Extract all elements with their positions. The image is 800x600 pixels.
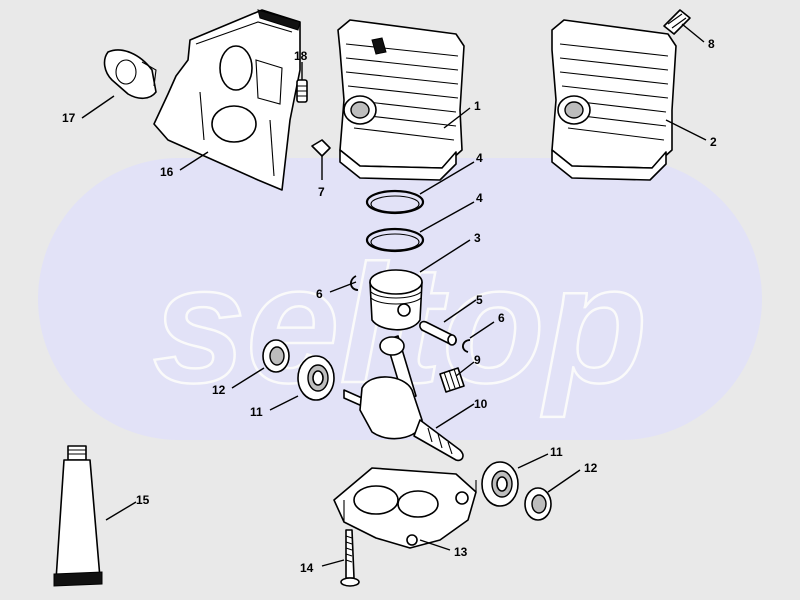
callout-1[interactable]: 1 [474,99,481,113]
part-15-grease-tube[interactable] [53,445,103,587]
part-11-ball-bearing-left[interactable] [297,355,335,401]
callout-12-left[interactable]: 12 [212,383,226,397]
callout-15[interactable]: 15 [136,493,150,507]
part-11-ball-bearing-right[interactable] [481,461,519,507]
callout-11-left[interactable]: 11 [250,405,263,419]
callout-11-right[interactable]: 11 [550,445,563,459]
part-12-oil-seal-left[interactable] [262,339,290,373]
part-6-circlip-right[interactable] [462,339,471,353]
part-13-crankcase[interactable] [333,467,477,549]
part-17-gasket[interactable] [103,49,157,100]
callout-6-right[interactable]: 6 [498,311,505,325]
part-8-valve[interactable] [663,9,691,35]
part-4-piston-ring-upper[interactable] [365,189,425,215]
callout-4-lower[interactable]: 4 [476,191,483,205]
callout-9[interactable]: 9 [474,353,481,367]
callout-18[interactable]: 18 [294,49,308,63]
part-7-nipple[interactable] [311,139,331,157]
callout-12-right[interactable]: 12 [584,461,598,475]
part-12-oil-seal-right[interactable] [524,487,552,521]
part-1-cylinder[interactable] [337,19,465,181]
callout-labels: 1 2 3 4 4 5 6 6 7 8 9 10 11 11 12 12 13 … [62,37,717,575]
part-10-crankshaft[interactable] [343,335,464,462]
part-18-screw[interactable] [296,79,308,103]
callout-4-upper[interactable]: 4 [476,151,483,165]
callout-7[interactable]: 7 [318,185,325,199]
callout-16[interactable]: 16 [160,165,174,179]
callout-8[interactable]: 8 [708,37,715,51]
callout-13[interactable]: 13 [454,545,468,559]
callout-17[interactable]: 17 [62,111,76,125]
callout-3[interactable]: 3 [474,231,481,245]
part-5-piston-pin[interactable] [419,320,457,346]
part-14-bolt[interactable] [340,529,360,587]
callout-10[interactable]: 10 [474,397,488,411]
part-2-cylinder-alt[interactable] [551,19,677,181]
callout-6-left[interactable]: 6 [316,287,323,301]
callout-2[interactable]: 2 [710,135,717,149]
part-16-shroud[interactable] [153,9,301,191]
part-3-piston[interactable] [369,269,423,331]
callout-14[interactable]: 14 [300,561,314,575]
callout-5[interactable]: 5 [476,293,483,307]
leader-lines [81,23,707,567]
part-4-piston-ring-lower[interactable] [365,227,425,253]
